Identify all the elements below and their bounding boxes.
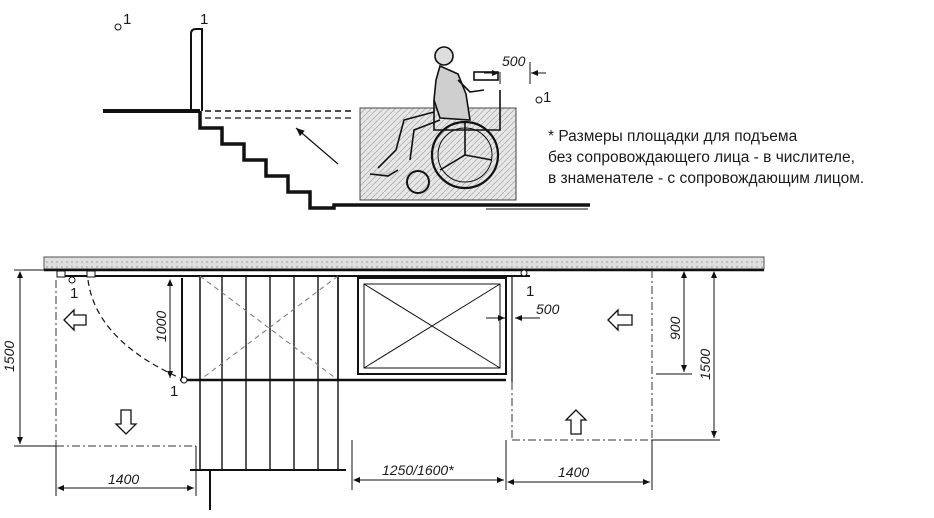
note-line-2: без сопровождающего лица - в числителе, — [548, 149, 855, 166]
direction-arrow-icons — [63, 308, 633, 435]
marker-circle — [520, 269, 528, 277]
note-line-3: в знаменателе - с сопровождающим лицом. — [548, 170, 865, 187]
stair-treads — [221, 276, 339, 470]
note-line-1: * Размеры площадки для подъема — [548, 128, 798, 145]
marker-label: 1 — [543, 89, 551, 106]
marker-label: 1 — [526, 283, 534, 300]
marker-label: 1 — [170, 383, 178, 400]
dim-right-900: 900 — [667, 316, 683, 340]
dim-left-1400: 1400 — [108, 471, 139, 487]
handrail-end — [86, 270, 96, 278]
marker-label: 1 — [123, 11, 131, 28]
dim-right-1500: 1500 — [697, 349, 713, 380]
handrail-end — [56, 270, 66, 278]
door-swing — [87, 279, 181, 379]
dim-right-1400: 1400 — [558, 464, 589, 480]
lift-direction-arrow — [295, 127, 339, 165]
plan-view: 1 1 1 1500 1000 1400 1250/1600* 500 900 — [1, 256, 765, 510]
dim-platform-1250-1600: 1250/1600* — [382, 462, 454, 478]
platform-size-note: * Размеры площадки для подъема без сопро… — [548, 126, 928, 189]
handrail-post — [190, 28, 203, 111]
stair-bottom-step — [190, 469, 211, 510]
stair-dashed-diag — [199, 275, 339, 381]
arrow-left-icon — [63, 308, 87, 332]
lift-cross — [363, 283, 501, 369]
elevation-view: 500 1 1 1 — [103, 11, 590, 210]
marker-circle — [68, 276, 76, 284]
dim-door-1000: 1000 — [153, 311, 169, 342]
arrow-up-icon — [564, 409, 588, 435]
staircase-profile — [198, 111, 590, 210]
stair-dashed-diag — [199, 275, 339, 381]
marker-circle — [180, 376, 188, 384]
zone-boundaries — [55, 270, 653, 447]
top-dim-500: 500 — [502, 53, 526, 69]
wheelchair-user-icon — [369, 46, 501, 194]
lift-platform-inner — [363, 283, 501, 369]
dim-plan-500: 500 — [536, 301, 560, 317]
wall-strip — [43, 256, 765, 270]
marker-circle — [114, 23, 122, 31]
marker-label: 1 — [200, 11, 208, 28]
dim-left-1500: 1500 — [1, 341, 17, 372]
arrow-left-icon — [607, 308, 633, 332]
marker-circle — [535, 96, 543, 104]
marker-label: 1 — [70, 285, 78, 302]
arrow-down-icon — [114, 409, 138, 435]
